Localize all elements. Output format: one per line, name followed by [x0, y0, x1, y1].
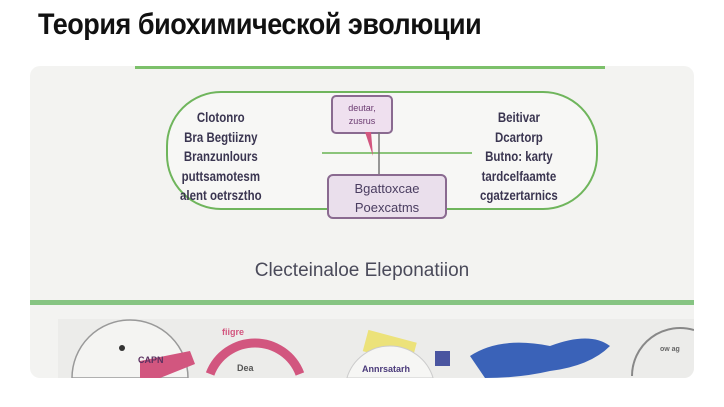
text-line: Beitivar [497, 110, 540, 125]
text-line: Butno: karty [485, 149, 553, 164]
illustration-image: Clotonro Bra Begtiizny Branzunlours putt… [30, 66, 694, 378]
divider [135, 66, 605, 69]
text-line: tardcelfaamte [481, 168, 557, 184]
ring-label: fiigre [222, 327, 245, 337]
dial-label: ow ag [660, 346, 680, 353]
ring-icon [205, 338, 305, 376]
text-line: Dcartorp [494, 129, 543, 145]
divider [30, 300, 694, 305]
text-line: Clotonro [196, 110, 245, 125]
pink-arrow-icon [140, 351, 195, 378]
left-column-text: Clotonro Bra Begtiizny Branzunlours putt… [180, 108, 262, 206]
dial-icon [631, 327, 694, 377]
text-line: Bra Begtiizny [184, 129, 258, 145]
center-box: Bgattoxcae Poexcatms [327, 174, 447, 219]
text-line: deutar, [348, 103, 376, 113]
text-line: Bgattoxcae [354, 181, 420, 196]
dot-icon [119, 345, 125, 351]
connector-line [322, 152, 472, 154]
world-map-icon [470, 338, 610, 378]
text-line: zusrus [348, 116, 376, 126]
badge-label: Annrsatarh [362, 364, 411, 374]
arrow-icon [365, 132, 380, 174]
square-icon [435, 351, 450, 366]
text-line: Poexcatms [354, 200, 420, 215]
diagram-caption: Clecteinaloe Eleponatiion [254, 260, 470, 281]
top-box: deutar, zusrus [331, 95, 393, 134]
text-line: puttsamotesm [181, 168, 261, 184]
text-line: alent oetrsztho [180, 188, 262, 203]
badge-icon [346, 345, 434, 378]
bottom-illustrations [71, 319, 694, 378]
text-line: cgatzertarnics [480, 188, 558, 203]
text-line: Branzunlours [183, 149, 258, 164]
ring-center-label: Dea [237, 363, 254, 373]
cell-label: CAPN [138, 355, 164, 365]
right-column-text: Beitivar Dcartorp Butno: karty tardcelfa… [480, 108, 558, 206]
page-title: Теория биохимической эволюции [38, 8, 482, 41]
